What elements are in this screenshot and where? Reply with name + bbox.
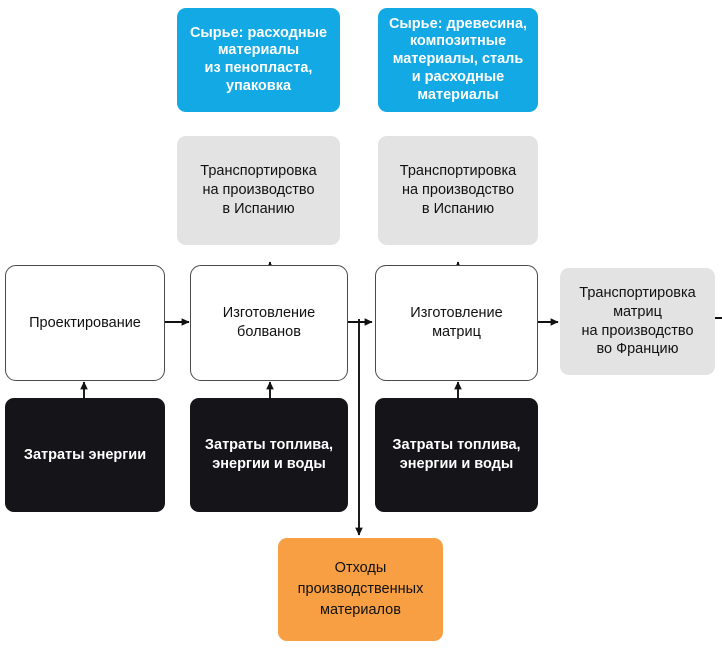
node-fuel-energy-water-costs-2-label: Затраты топлива, энергии и воды <box>392 437 521 472</box>
node-transport-molds-to-france-label: Транспортировка матриц на производство в… <box>579 284 696 358</box>
node-production-waste-label: Отходы производственных материалов <box>297 559 424 618</box>
node-design-label: Проектирование <box>29 314 141 331</box>
node-transport-to-spain-1[interactable]: Транспортировка на производство в Испани… <box>177 136 340 245</box>
node-transport-to-spain-2-label: Транспортировка на производство в Испани… <box>399 163 517 217</box>
node-make-molds[interactable]: Изготовление матриц <box>375 265 538 381</box>
node-make-molds-label: Изготовление матриц <box>410 305 503 340</box>
node-fuel-energy-water-costs-1-label: Затраты топлива, энергии и воды <box>204 437 334 472</box>
node-energy-costs[interactable]: Затраты энергии <box>5 398 165 512</box>
node-make-plugs-label: Изготовление болванов <box>222 305 316 340</box>
node-raw-material-foam-label: Сырье: расходные материалы из пенопласта… <box>189 24 328 94</box>
node-raw-material-wood-composite-steel-label: Сырье: древесина, композитные материалы,… <box>388 15 528 103</box>
node-design[interactable]: Проектирование <box>5 265 165 381</box>
node-transport-to-spain-1-label: Транспортировка на производство в Испани… <box>200 163 317 217</box>
node-production-waste[interactable]: Отходы производственных материалов <box>278 538 443 641</box>
node-raw-material-wood-composite-steel[interactable]: Сырье: древесина, композитные материалы,… <box>378 8 538 112</box>
node-fuel-energy-water-costs-1[interactable]: Затраты топлива, энергии и воды <box>190 398 348 512</box>
node-make-plugs[interactable]: Изготовление болванов <box>190 265 348 381</box>
node-raw-material-foam[interactable]: Сырье: расходные материалы из пенопласта… <box>177 8 340 112</box>
node-fuel-energy-water-costs-2[interactable]: Затраты топлива, энергии и воды <box>375 398 538 512</box>
node-transport-molds-to-france[interactable]: Транспортировка матриц на производство в… <box>560 268 715 375</box>
node-energy-costs-label: Затраты энергии <box>23 446 147 463</box>
node-transport-to-spain-2[interactable]: Транспортировка на производство в Испани… <box>378 136 538 245</box>
